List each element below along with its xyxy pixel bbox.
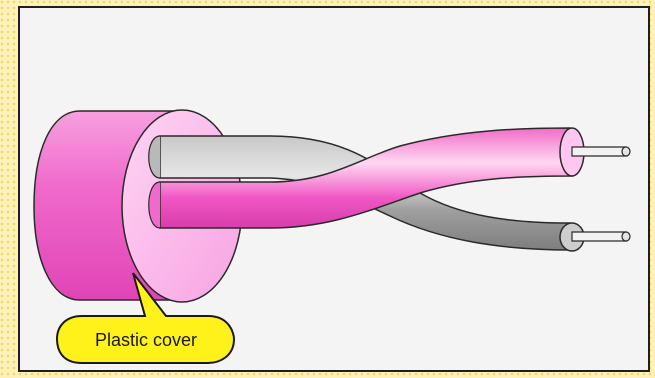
pink-wire-conductor-tip xyxy=(622,147,630,156)
callout-label: Plastic cover xyxy=(95,330,197,350)
twisted-pair-cable-diagram: Plastic cover xyxy=(20,8,650,372)
gray-wire-conductor xyxy=(572,232,626,241)
gray-wire-conductor-tip xyxy=(622,232,630,241)
pink-wire-conductor xyxy=(572,147,626,156)
diagram-panel: Plastic cover xyxy=(18,6,650,372)
